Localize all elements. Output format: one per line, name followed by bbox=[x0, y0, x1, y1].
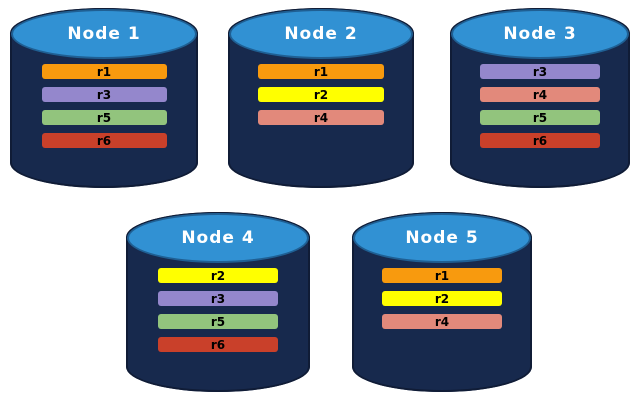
replica-bar-r5[interactable]: r5 bbox=[480, 110, 600, 125]
replica-label: r3 bbox=[210, 291, 226, 306]
replica-bar-r1[interactable]: r1 bbox=[382, 268, 502, 283]
replica-bar-r3[interactable]: r3 bbox=[41, 87, 167, 102]
replica-bar-r5[interactable]: r5 bbox=[41, 110, 167, 125]
replica-label: r4 bbox=[532, 87, 548, 102]
replica-label: r5 bbox=[210, 314, 226, 329]
replica-label: r4 bbox=[313, 110, 329, 125]
replica-label: r6 bbox=[96, 133, 112, 148]
replica-bar-r2[interactable]: r2 bbox=[382, 291, 502, 306]
replica-label: r6 bbox=[532, 133, 548, 148]
cylinder-top-ellipse: Node 4 bbox=[127, 213, 309, 263]
replica-bar-r6[interactable]: r6 bbox=[41, 133, 167, 148]
node-label: Node 3 bbox=[503, 23, 577, 44]
cylinder-top-ellipse: Node 2 bbox=[229, 9, 413, 59]
cylinder-top-ellipse: Node 3 bbox=[451, 9, 629, 59]
replica-label: r2 bbox=[313, 87, 329, 102]
replica-list: r1 r2 r4 bbox=[228, 64, 414, 125]
database-node-5[interactable]: Node 5 r1 r2 r4 bbox=[352, 212, 532, 392]
replica-label: r1 bbox=[313, 64, 329, 79]
replica-bar-r4[interactable]: r4 bbox=[382, 314, 502, 329]
replica-list: r2 r3 r5 r6 bbox=[126, 268, 310, 352]
replica-bar-r3[interactable]: r3 bbox=[158, 291, 278, 306]
node-label: Node 1 bbox=[67, 23, 141, 44]
replica-bar-r6[interactable]: r6 bbox=[480, 133, 600, 148]
replica-label: r1 bbox=[434, 268, 450, 283]
replica-label: r5 bbox=[532, 110, 548, 125]
replica-bar-r4[interactable]: r4 bbox=[480, 87, 600, 102]
replica-label: r4 bbox=[434, 314, 450, 329]
replica-bar-r2[interactable]: r2 bbox=[258, 87, 384, 102]
replica-label: r5 bbox=[96, 110, 112, 125]
replica-label: r6 bbox=[210, 337, 226, 352]
replica-bar-r2[interactable]: r2 bbox=[158, 268, 278, 283]
node-label: Node 4 bbox=[181, 227, 255, 248]
cylinder-top-ellipse: Node 5 bbox=[353, 213, 531, 263]
replica-bar-r3[interactable]: r3 bbox=[480, 64, 600, 79]
node-label: Node 5 bbox=[405, 227, 479, 248]
replica-label: r3 bbox=[532, 64, 548, 79]
node-label: Node 2 bbox=[284, 23, 358, 44]
replica-label: r2 bbox=[434, 291, 450, 306]
database-node-2[interactable]: Node 2 r1 r2 r4 bbox=[228, 8, 414, 188]
replica-bar-r4[interactable]: r4 bbox=[258, 110, 384, 125]
database-node-4[interactable]: Node 4 r2 r3 r5 r6 bbox=[126, 212, 310, 392]
replica-label: r2 bbox=[210, 268, 226, 283]
replica-label: r3 bbox=[96, 87, 112, 102]
replica-list: r1 r2 r4 bbox=[352, 268, 532, 329]
replica-bar-r1[interactable]: r1 bbox=[258, 64, 384, 79]
replica-bar-r5[interactable]: r5 bbox=[158, 314, 278, 329]
replica-list: r3 r4 r5 r6 bbox=[450, 64, 630, 148]
database-node-1[interactable]: Node 1 r1 r3 r5 r6 bbox=[10, 8, 198, 188]
database-node-3[interactable]: Node 3 r3 r4 r5 r6 bbox=[450, 8, 630, 188]
replica-bar-r1[interactable]: r1 bbox=[41, 64, 167, 79]
replica-label: r1 bbox=[96, 64, 112, 79]
cylinder-top-ellipse: Node 1 bbox=[11, 9, 197, 59]
replica-bar-r6[interactable]: r6 bbox=[158, 337, 278, 352]
replica-list: r1 r3 r5 r6 bbox=[10, 64, 198, 148]
